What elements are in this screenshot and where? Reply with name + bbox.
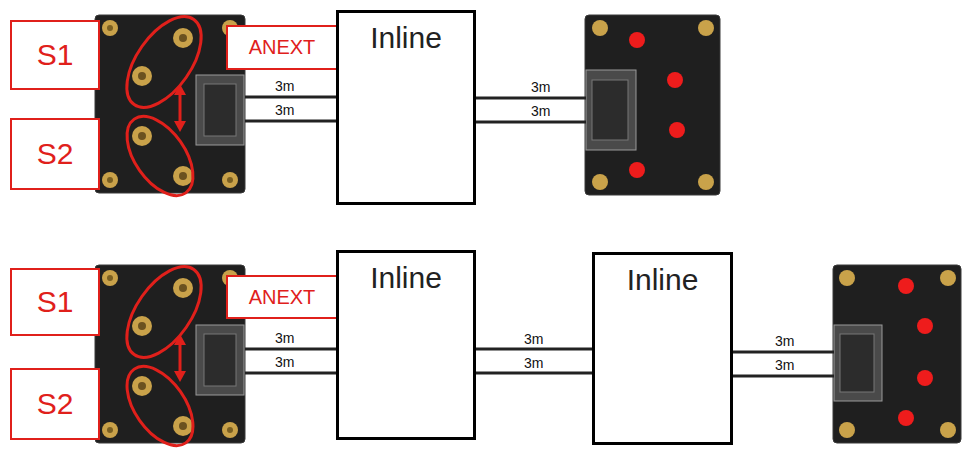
cable-length: 3m xyxy=(531,79,550,95)
node-label: Inline xyxy=(370,261,442,295)
cable xyxy=(476,373,592,374)
cable xyxy=(245,97,834,376)
signal-box: S2 xyxy=(10,368,100,440)
node-label: S2 xyxy=(37,387,74,421)
inline-box: Inline xyxy=(336,10,476,205)
node-label: S1 xyxy=(37,38,74,72)
cable-length: 3m xyxy=(531,103,550,119)
signal-box: S2 xyxy=(10,118,100,190)
cable-length: 3m xyxy=(275,78,294,94)
node-label: Inline xyxy=(370,21,442,55)
node-label: Inline xyxy=(627,263,699,297)
cable-length: 3m xyxy=(775,333,794,349)
signal-box: S1 xyxy=(10,20,100,90)
signal-box: S1 xyxy=(10,268,100,336)
pcb-board xyxy=(585,15,720,195)
node-label: ANEXT xyxy=(249,286,316,309)
node-label: ANEXT xyxy=(249,36,316,59)
node-label: S2 xyxy=(37,137,74,171)
cable-length: 3m xyxy=(522,355,545,371)
cable xyxy=(476,349,592,350)
anext-box: ANEXT xyxy=(226,25,338,70)
pcb-board xyxy=(95,254,245,450)
cable-length: 3m xyxy=(275,102,294,118)
anext-box: ANEXT xyxy=(226,275,338,319)
cable-length: 3m xyxy=(275,330,294,346)
cable-length: 3m xyxy=(522,331,545,347)
pcb-board xyxy=(833,265,961,443)
cable-length: 3m xyxy=(275,354,294,370)
inline-box: Inline xyxy=(336,250,476,440)
pcb-board xyxy=(95,4,245,207)
cable-length: 3m xyxy=(775,357,794,373)
node-label: S1 xyxy=(37,285,74,319)
inline-box: Inline xyxy=(592,252,733,445)
